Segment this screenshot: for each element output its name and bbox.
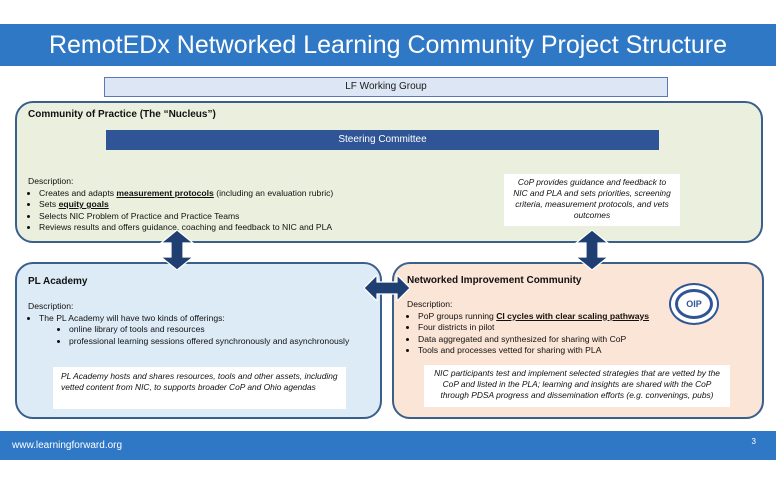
nic-bullet: Data aggregated and synthesized for shar… xyxy=(418,334,677,346)
pl-academy-sub-bullet: online library of tools and resources xyxy=(69,324,373,336)
cop-nic-double-arrow-icon xyxy=(575,230,609,270)
nic-title: Networked Improvement Community xyxy=(407,275,582,286)
nic-bullet: PoP groups running CI cycles with clear … xyxy=(418,311,677,323)
footer-url: www.learningforward.org xyxy=(12,440,123,451)
nic-description: Description: PoP groups running CI cycle… xyxy=(407,299,677,357)
cop-bullet: Creates and adapts measurement protocols… xyxy=(39,188,498,200)
oip-label: OIP xyxy=(675,289,713,319)
pl-academy-title: PL Academy xyxy=(28,276,88,287)
pla-nic-double-arrow-icon xyxy=(364,275,410,301)
title-bar: RemotEDx Networked Learning Community Pr… xyxy=(0,24,776,66)
page-number: 3 xyxy=(751,437,756,446)
cop-pla-double-arrow-icon xyxy=(160,230,194,270)
nic-description-label: Description: xyxy=(407,299,453,309)
oip-logo: OIP xyxy=(669,283,719,325)
pl-academy-description: Description: The PL Academy will have tw… xyxy=(28,301,373,347)
nic-box: Networked Improvement Community Descript… xyxy=(392,262,764,419)
lf-working-group-box: LF Working Group xyxy=(104,77,668,97)
nic-bullet: Four districts in pilot xyxy=(418,322,677,334)
pl-academy-sub-bullet: professional learning sessions offered s… xyxy=(69,336,373,348)
pl-academy-box: PL Academy Description: The PL Academy w… xyxy=(15,262,382,419)
pl-academy-bullet: The PL Academy will have two kinds of of… xyxy=(39,313,373,348)
cop-title: Community of Practice (The “Nucleus”) xyxy=(28,109,216,120)
nic-note: NIC participants test and implement sele… xyxy=(424,365,730,407)
cop-note: CoP provides guidance and feedback to NI… xyxy=(504,174,680,226)
cop-description-label: Description: xyxy=(28,176,74,186)
nic-bullet: Tools and processes vetted for sharing w… xyxy=(418,345,677,357)
cop-bullet: Selects NIC Problem of Practice and Prac… xyxy=(39,211,498,223)
cop-description: Description: Creates and adapts measurem… xyxy=(28,176,498,234)
community-of-practice-box: Community of Practice (The “Nucleus”) St… xyxy=(15,101,763,243)
footer-bar: www.learningforward.org 3 xyxy=(0,431,776,460)
cop-bullet: Reviews results and offers guidance, coa… xyxy=(39,222,498,234)
cop-bullet: Sets equity goals xyxy=(39,199,498,211)
pl-academy-description-label: Description: xyxy=(28,301,74,311)
pl-academy-note: PL Academy hosts and shares resources, t… xyxy=(53,367,346,409)
slide-title: RemotEDx Networked Learning Community Pr… xyxy=(48,31,728,59)
steering-committee-bar: Steering Committee xyxy=(106,130,659,150)
